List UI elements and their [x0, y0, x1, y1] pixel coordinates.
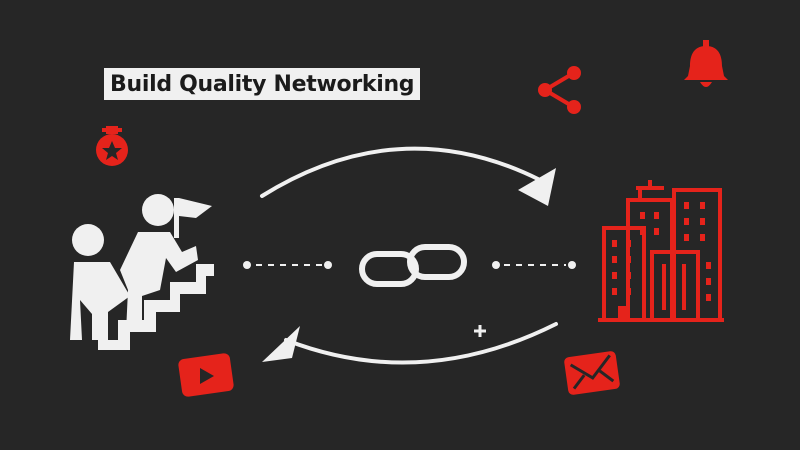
youtube-play-icon — [178, 353, 234, 397]
climbing-people-icon — [70, 194, 214, 350]
right-dashed-connector — [492, 261, 576, 269]
bell-icon — [684, 40, 728, 87]
chain-link-icon — [359, 244, 467, 287]
mail-icon — [564, 351, 620, 395]
share-icon — [538, 66, 581, 114]
left-dashed-connector — [243, 261, 332, 269]
arrow-left-arc — [262, 322, 558, 365]
page-title: Build Quality Networking — [104, 68, 421, 100]
medal-icon — [96, 126, 128, 166]
plus-icon — [474, 325, 486, 337]
office-buildings-icon — [598, 180, 724, 322]
building-windows — [612, 202, 711, 320]
arrow-right-arc — [260, 146, 556, 206]
